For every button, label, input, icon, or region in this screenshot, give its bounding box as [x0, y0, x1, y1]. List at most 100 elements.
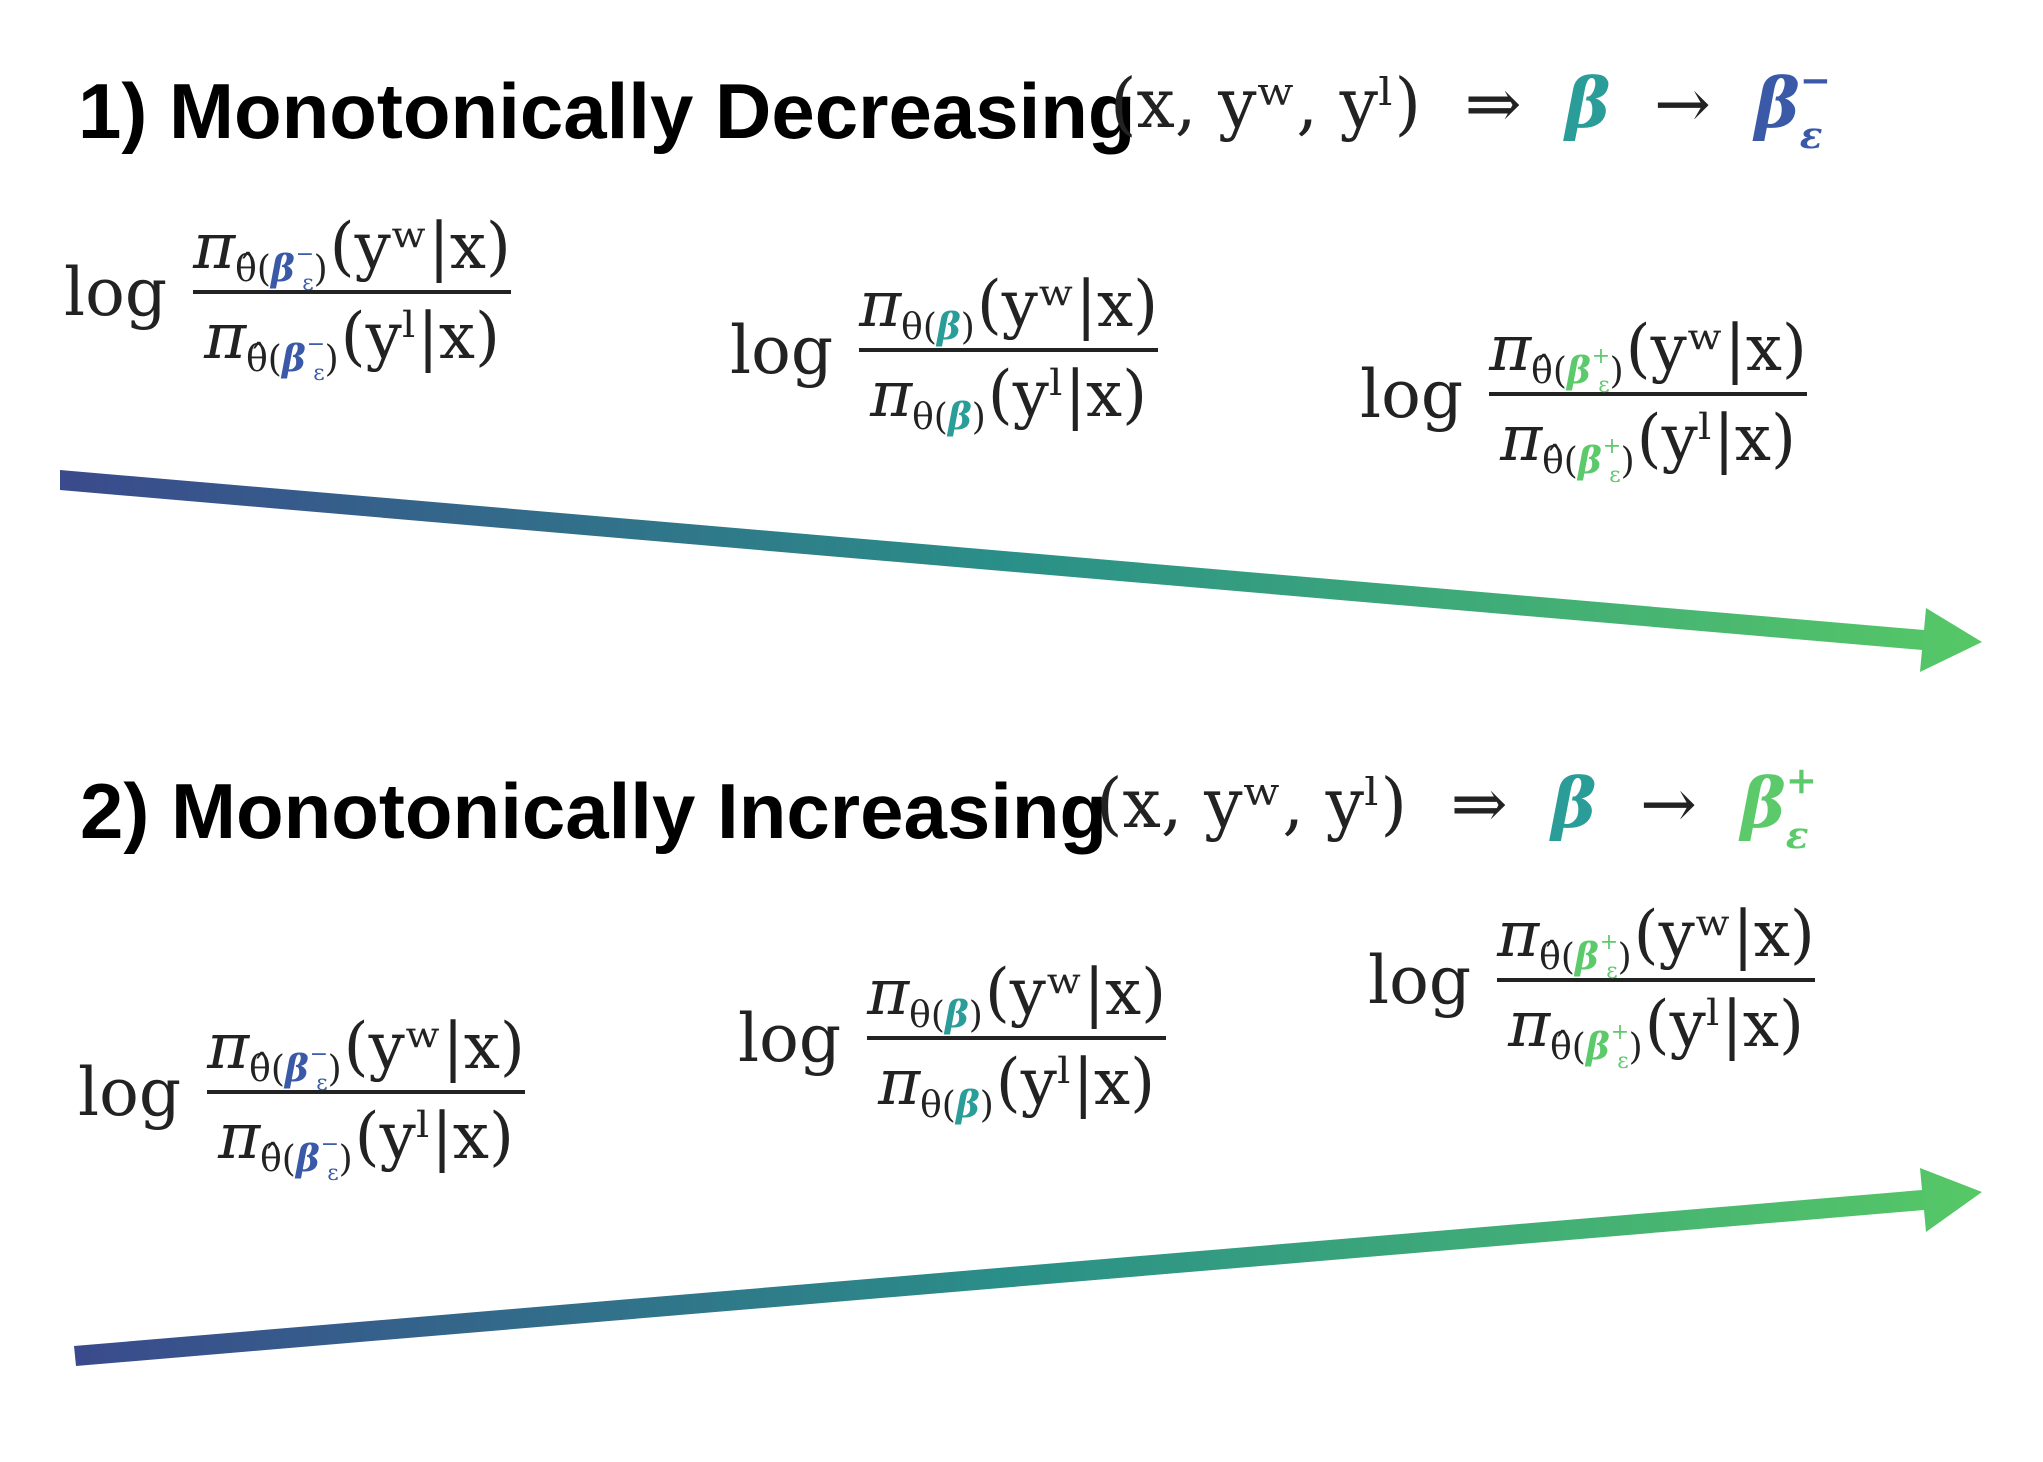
policy-subscript: θ̂(β−ε) — [246, 332, 339, 387]
log-operator: log — [738, 999, 842, 1077]
theta-hat-symbol: θ̂( — [260, 1138, 296, 1180]
beta-symbol: β — [1577, 439, 1602, 482]
paren: ) — [313, 248, 328, 290]
log-operator: log — [78, 1053, 182, 1131]
paren: ) — [960, 306, 975, 348]
theta-symbol: θ( — [909, 994, 945, 1036]
probability-argument: (yˡ|x) — [1644, 988, 1804, 1062]
theta-hat-symbol: θ̂( — [1539, 936, 1575, 978]
beta-sign: − — [295, 241, 315, 267]
policy-subscript: θ(β) — [901, 306, 975, 348]
panel-1-rule: (x, yʷ, yˡ) ⇒ β → β−ε — [1110, 58, 1832, 158]
theta-symbol: θ( — [912, 396, 948, 438]
theta-hat-symbol: θ̂( — [1550, 1026, 1586, 1068]
pi-symbol: π — [193, 210, 236, 284]
beta-sign: − — [309, 1041, 329, 1067]
probability-argument: (yˡ|x) — [1636, 402, 1796, 476]
beta-sign: + — [1591, 343, 1611, 369]
policy-subscript: θ̂(β−ε) — [235, 242, 328, 297]
beta-symbol: β — [936, 305, 961, 348]
beta-symbol: β — [947, 395, 972, 438]
probability-argument: (yʷ|x) — [1633, 898, 1815, 972]
log-operator: log — [730, 311, 834, 389]
pi-symbol: π — [870, 358, 913, 432]
paren: ) — [1628, 1026, 1643, 1068]
pi-symbol: π — [207, 1010, 250, 1084]
log-operator: log — [1360, 355, 1464, 433]
probability-argument: (yˡ|x) — [354, 1100, 514, 1174]
increasing-trend-arrow — [74, 1168, 1982, 1366]
pi-symbol: π — [1489, 312, 1532, 386]
theta-hat-symbol: θ̂( — [249, 1048, 285, 1090]
panel-2-rule: (x, yʷ, yˡ) ⇒ β → β+ε — [1096, 758, 1818, 858]
policy-subscript: θ(β) — [920, 1084, 994, 1126]
probability-argument: (yʷ|x) — [1625, 312, 1807, 386]
beta-symbol: β — [1585, 1025, 1610, 1068]
paren: ) — [979, 1084, 994, 1126]
beta-symbol: β — [284, 1047, 309, 1090]
policy-subscript: θ(β) — [909, 994, 983, 1036]
beta-symbol: β — [1565, 64, 1611, 144]
pi-symbol: π — [1500, 402, 1543, 476]
paren: ) — [1620, 440, 1635, 482]
epsilon-symbol: ε — [316, 1071, 328, 1097]
beta-symbol: β — [1574, 935, 1599, 978]
panel-1-tuple: (x, yʷ, yˡ) — [1110, 65, 1422, 144]
theta-symbol: θ( — [920, 1084, 956, 1126]
beta-symbol: β — [1566, 349, 1591, 392]
panel-2-tuple: (x, yʷ, yˡ) — [1096, 765, 1408, 844]
beta-plus-symbol: β+ε — [1740, 758, 1818, 858]
policy-subscript: θ̂(β+ε) — [1550, 1020, 1643, 1075]
beta-minus-symbol: β−ε — [1754, 58, 1832, 158]
beta-sign: − — [306, 331, 326, 357]
fraction-bar — [1497, 978, 1815, 982]
policy-subscript: θ̂(β+ε) — [1539, 930, 1632, 985]
policy-subscript: θ̂(β−ε) — [249, 1042, 342, 1097]
probability-argument: (yˡ|x) — [987, 358, 1148, 432]
beta-sign: + — [1599, 929, 1619, 955]
fraction-bar — [867, 1036, 1167, 1040]
log-operator: log — [64, 253, 168, 331]
theta-hat-symbol: θ̂( — [246, 338, 282, 380]
fraction-bar — [193, 290, 511, 294]
probability-argument: (yˡ|x) — [340, 300, 500, 374]
beta-sign: + — [1610, 1019, 1630, 1045]
probability-argument: (yʷ|x) — [976, 268, 1159, 342]
fraction-bar — [1489, 392, 1807, 396]
theta-hat-symbol: θ̂( — [1542, 440, 1578, 482]
probability-argument: (yʷ|x) — [329, 210, 511, 284]
theta-hat-symbol: θ̂( — [235, 248, 271, 290]
arrow-symbol: → — [1640, 765, 1698, 844]
pi-symbol: π — [878, 1046, 921, 1120]
beta-symbol: β — [295, 1137, 320, 1180]
paren: ) — [1609, 350, 1624, 392]
probability-argument: (yʷ|x) — [343, 1010, 525, 1084]
theta-symbol: θ( — [901, 306, 937, 348]
pi-symbol: π — [218, 1100, 261, 1174]
paren: ) — [968, 994, 983, 1036]
log-operator: log — [1368, 941, 1472, 1019]
epsilon-symbol: ε — [313, 361, 325, 387]
paren: ) — [971, 396, 986, 438]
paren: ) — [324, 338, 339, 380]
pi-symbol: π — [1497, 898, 1540, 972]
implies-symbol: ⇒ — [1450, 765, 1508, 844]
beta-sign: − — [320, 1131, 340, 1157]
epsilon-symbol: ε — [1609, 463, 1621, 489]
